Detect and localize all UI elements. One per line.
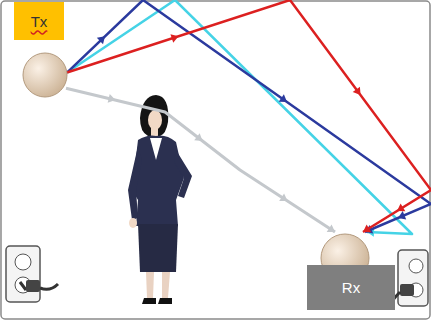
- jacket: [132, 136, 184, 227]
- arrow-head: [363, 224, 371, 232]
- device-label: Tx: [14, 2, 64, 40]
- arrow-head: [279, 193, 287, 201]
- ray-path: [67, 0, 412, 234]
- power-outlet: [6, 246, 58, 302]
- skirt: [138, 224, 178, 272]
- arrow-head: [97, 36, 105, 44]
- socket: [409, 259, 423, 273]
- shoe: [158, 298, 172, 304]
- arrow-head: [398, 211, 406, 219]
- arrow-head: [170, 34, 178, 43]
- plug: [26, 280, 40, 292]
- arm: [174, 150, 192, 198]
- receiver-node: Rx: [307, 232, 397, 312]
- arrow-head: [397, 203, 405, 211]
- arrow-head: [194, 133, 202, 141]
- arrow-head: [327, 224, 335, 232]
- antenna-dish: [14, 2, 70, 100]
- face: [148, 110, 162, 130]
- hair: [140, 95, 168, 136]
- neck: [151, 128, 158, 136]
- dish-body: [23, 53, 67, 97]
- signal-ray: [67, 0, 431, 233]
- arrow-head: [353, 87, 361, 95]
- device-label: Rx: [307, 265, 395, 310]
- hand: [129, 218, 137, 228]
- transmitter-node: Tx: [14, 2, 70, 100]
- ray-path: [67, 0, 431, 232]
- ray-path: [67, 0, 431, 232]
- device-name: Rx: [342, 279, 360, 296]
- signal-ray: [67, 0, 412, 237]
- shoe: [142, 298, 156, 304]
- device-name: Tx: [31, 13, 48, 30]
- leg: [162, 272, 170, 298]
- plug: [400, 284, 414, 296]
- leg: [146, 272, 154, 298]
- ray-path: [66, 88, 335, 232]
- outlet-plate: [398, 250, 428, 306]
- socket: [15, 254, 31, 270]
- signal-ray: [66, 88, 335, 232]
- arrow-head: [108, 94, 116, 103]
- shirt: [150, 138, 162, 160]
- arrow-head: [279, 94, 287, 102]
- signal-ray: [67, 0, 431, 232]
- outlet-plate: [6, 246, 40, 302]
- arm: [128, 146, 142, 220]
